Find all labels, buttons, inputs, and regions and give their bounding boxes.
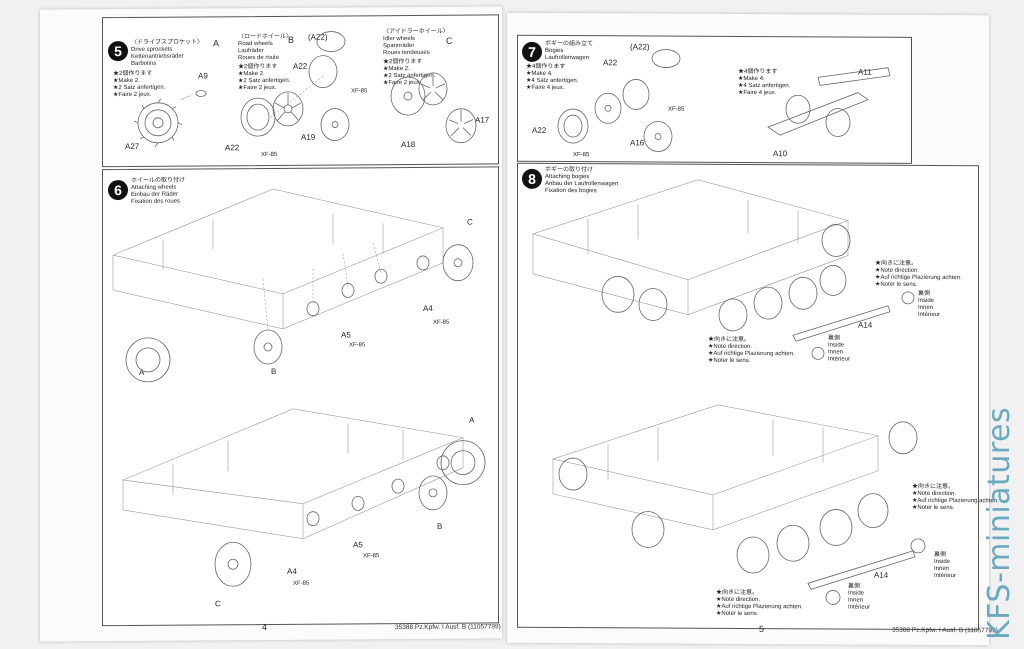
idler-a18-shape: [390, 76, 426, 116]
step-5-box: 5 〈ドライブスプロケット〉 Drive sprockets Kettenant…: [102, 14, 499, 168]
rim-a22-top: [308, 55, 338, 89]
bogie-top: [718, 265, 915, 360]
wheel-c-bottom: [214, 541, 252, 587]
tires-top: [306, 255, 430, 317]
tires-bottom: [306, 455, 450, 527]
step-8-drawing: [532, 179, 926, 605]
step-7-drawing: [557, 49, 891, 152]
step-7-box: 7 ボギーの組み立て Bogies Laufrollenwagen ★4個作りま…: [517, 34, 912, 164]
ring-a22-paren: [316, 31, 346, 52]
sprocket-top: [125, 337, 171, 383]
sprocket-a27: [133, 98, 183, 148]
wheel-step7-a: [594, 92, 622, 124]
left-page-code: 35388 Pz.Kpfw. I Ausf. B (11057799): [395, 623, 501, 632]
wheel-c-top: [442, 244, 474, 282]
idler-c-shape: [418, 72, 448, 106]
bogie-bottom: [736, 493, 926, 605]
step-6-box: 6 ホイールの取り付け Attaching wheels Einbau der …: [102, 166, 499, 627]
ring-step7: [651, 49, 681, 68]
wheel-a19-shape: [272, 91, 304, 127]
left-page: 5 〈ドライブスプロケット〉 Drive sprockets Kettenant…: [40, 6, 502, 642]
hull-lower-step8: [552, 404, 879, 531]
hull-upper: [112, 188, 444, 330]
right-page-number: 5: [759, 624, 765, 635]
tire-a22-shape: [240, 97, 276, 137]
step-8-box: 8 ボギーの取り付け Attaching bogies Anbau der La…: [517, 162, 999, 631]
hull-lower-wheels: [558, 421, 918, 548]
idler-a17-shape: [445, 108, 477, 144]
tire-step7: [557, 108, 589, 144]
hull-lower: [122, 408, 464, 540]
bogie-a10-a11: [767, 67, 891, 137]
watermark-text: KFS-miniatures: [982, 406, 1017, 640]
part-a9-shape: [180, 90, 207, 100]
step-6-drawing: [112, 188, 486, 587]
wheel-a19-outer: [320, 108, 350, 141]
step-5-drawing: [133, 31, 477, 148]
rim-step7: [622, 79, 650, 110]
wheel-b-bottom: [418, 475, 448, 511]
left-page-number: 4: [262, 622, 268, 633]
wheel-step7-b: [643, 121, 673, 152]
hull-upper-wheels: [601, 224, 851, 321]
right-page: 7 ボギーの組み立て Bogies Laufrollenwagen ★4個作りま…: [507, 12, 999, 646]
hull-upper-step8: [532, 179, 849, 315]
sprocket-bottom: [440, 440, 486, 486]
wheel-b-top: [253, 329, 283, 365]
